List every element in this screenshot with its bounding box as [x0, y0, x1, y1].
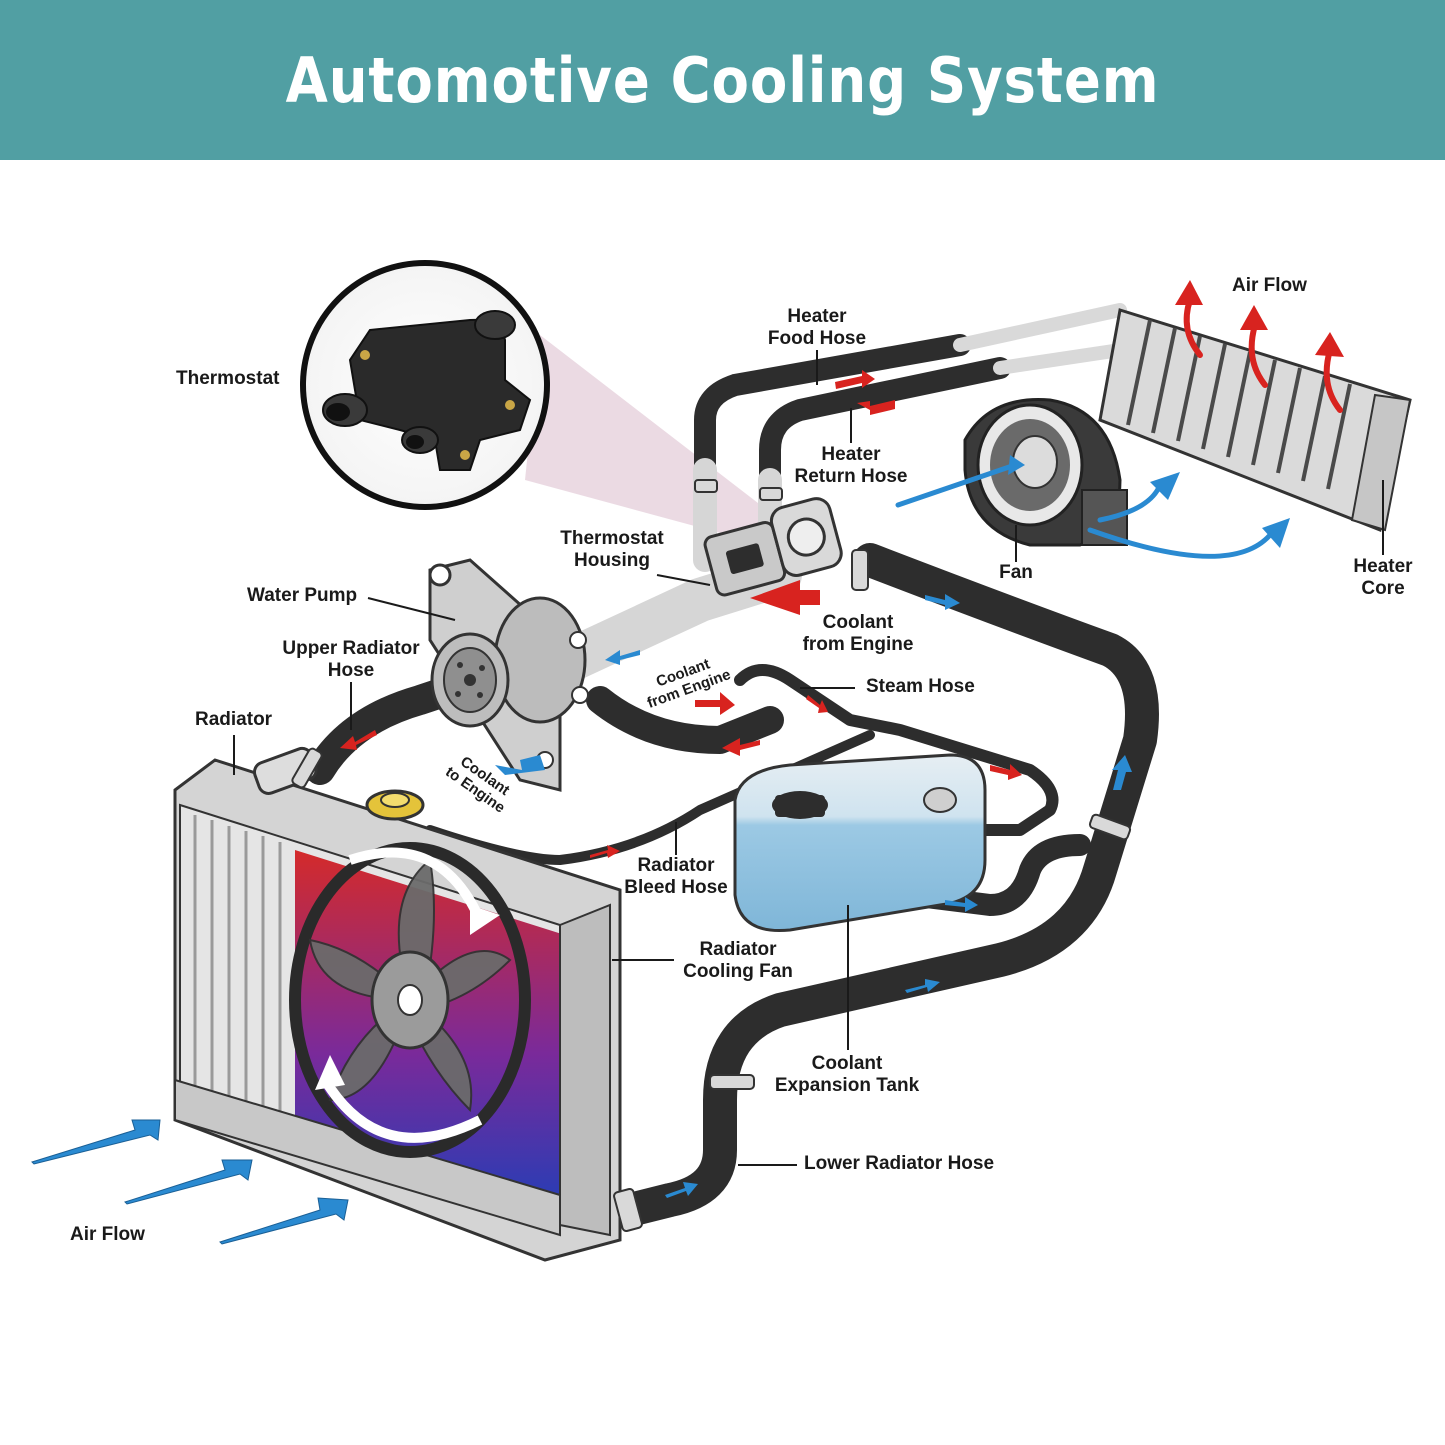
- heater-core-icon: [1098, 308, 1412, 533]
- label-steam-hose: Steam Hose: [866, 676, 975, 697]
- label-radiator-cooling-fan: Radiator Cooling Fan: [683, 939, 793, 982]
- label-radiator-bleed-hose: Radiator Bleed Hose: [624, 855, 728, 898]
- leader-lines: [233, 350, 1384, 1166]
- expansion-tank-icon: [733, 753, 987, 933]
- heater-food-hose: [694, 334, 971, 571]
- label-heater-food-hose: Heater Food Hose: [767, 306, 867, 349]
- label-radiator: Radiator: [195, 709, 273, 730]
- hoses: [305, 303, 1159, 1227]
- label-fan: Fan: [999, 562, 1033, 583]
- cool-flow-arrows: [495, 594, 1132, 1198]
- cooling-fan-icon: [289, 842, 531, 1158]
- radiator-fins: [193, 815, 282, 1137]
- blower-fan-icon: [963, 398, 1128, 547]
- steam-hose: [734, 664, 1059, 836]
- zoom-cone: [525, 335, 820, 560]
- air-flow-arrows-bottom: [31, 1119, 349, 1245]
- label-coolant-expansion-tank: Coolant Expansion Tank: [774, 1053, 920, 1096]
- thermostat-housing: [703, 497, 843, 597]
- heater-return-hose: [759, 357, 1011, 551]
- label-heater-return-hose: Heater Return Hose: [794, 444, 908, 487]
- label-air-flow-bottom: Air Flow: [70, 1224, 145, 1245]
- water-pump-icon: [428, 558, 589, 792]
- label-water-pump: Water Pump: [247, 585, 358, 606]
- label-air-flow-top: Air Flow: [1232, 275, 1307, 296]
- title-banner: Automotive Cooling System: [0, 0, 1445, 160]
- label-heater-core: Heater Core: [1353, 556, 1413, 599]
- pump-outlet-hose: [586, 686, 784, 754]
- hot-flow-arrows: [340, 370, 1022, 858]
- thermostat-icon: [300, 260, 550, 510]
- tank-outlet-hose: [899, 834, 1091, 916]
- engine-return-hose: [613, 543, 1159, 1227]
- label-thermostat: Thermostat: [176, 368, 280, 389]
- label-thermostat-housing: Thermostat Housing: [560, 528, 664, 571]
- label-coolant-from-engine-main: Coolant from Engine: [802, 612, 914, 655]
- hose-clamps: [291, 479, 1132, 1233]
- page-title: Automotive Cooling System: [285, 43, 1160, 117]
- label-lower-radiator-hose: Lower Radiator Hose: [804, 1153, 995, 1174]
- label-upper-radiator-hose: Upper Radiator Hose: [282, 638, 420, 681]
- upper-radiator-hose: [305, 675, 465, 785]
